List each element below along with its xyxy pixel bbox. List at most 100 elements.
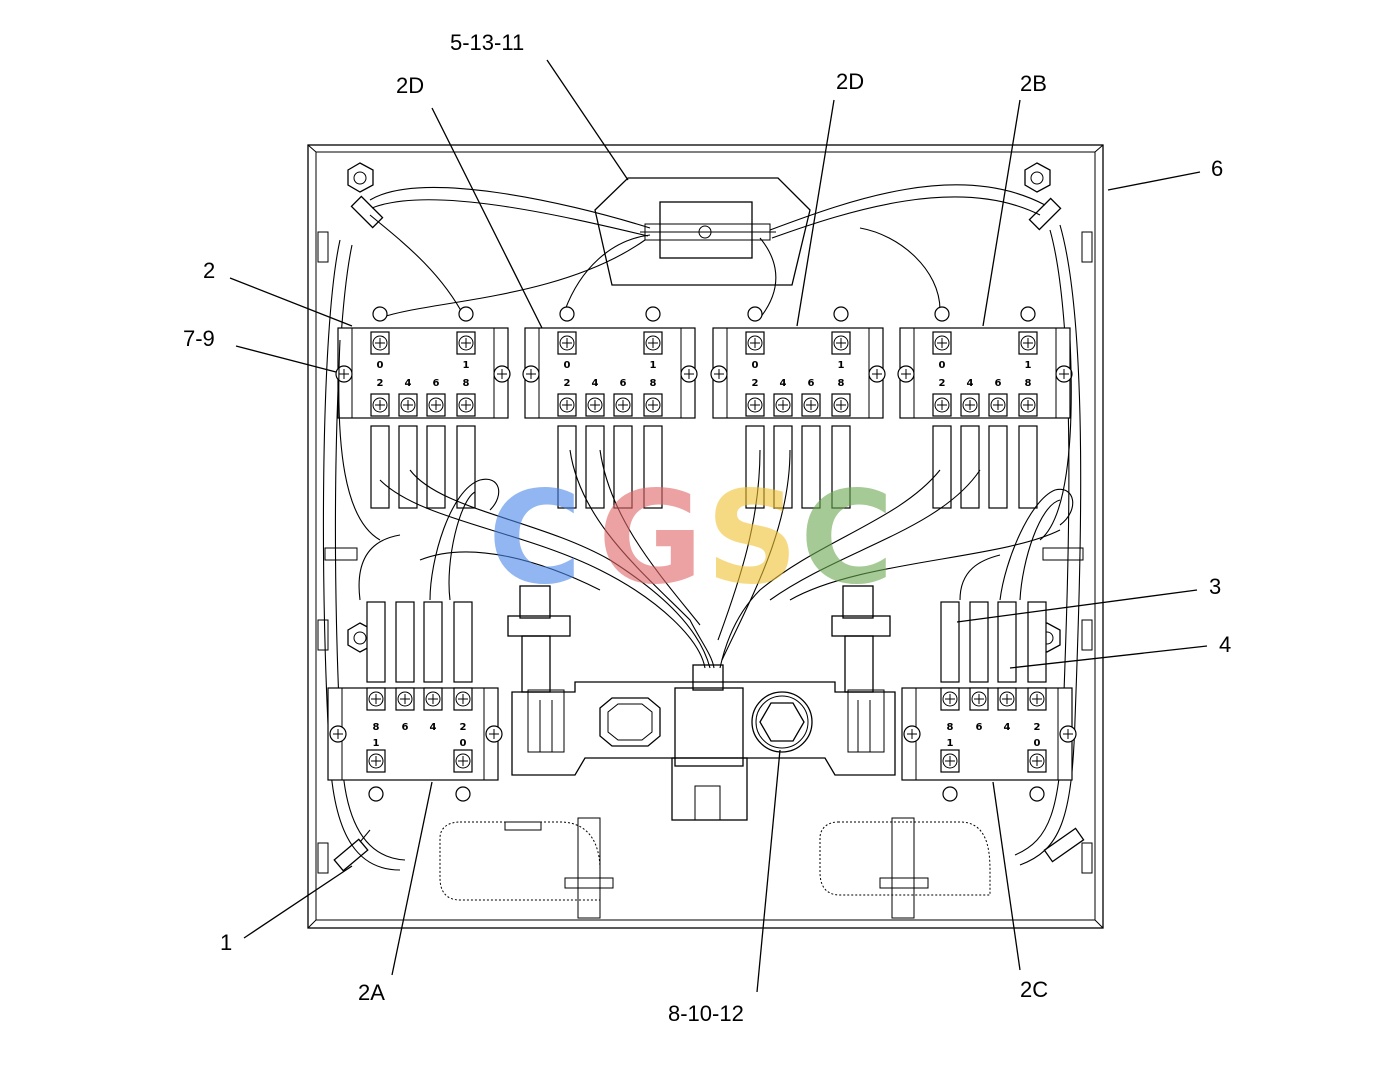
label-8-10-12: 8-10-12 <box>668 1001 744 1026</box>
callout-labels: 5-13-11 2D 2D 2B 6 2 7-9 3 4 1 2A 8-10-1… <box>183 30 1231 1026</box>
terminal-post <box>645 306 661 322</box>
terminal-mark: 0 <box>752 360 759 371</box>
terminal-mark: 8 <box>838 378 845 389</box>
terminal-screw <box>942 753 958 769</box>
wire-sleeve <box>453 601 473 683</box>
terminal-mark: 0 <box>564 360 571 371</box>
terminal-post <box>833 306 849 322</box>
terminal-post <box>1029 786 1045 802</box>
terminal-screw <box>962 397 978 413</box>
terminal-mark: 1 <box>838 360 845 371</box>
label-2a: 2A <box>358 980 385 1005</box>
wire-sleeve <box>1027 601 1047 683</box>
terminal-screw <box>942 691 958 707</box>
wire-sleeve <box>988 425 1008 509</box>
terminal-screw <box>645 397 661 413</box>
central-wire-bundle <box>338 339 1074 669</box>
terminal-mark: 6 <box>402 722 409 733</box>
wire-sleeve <box>426 425 446 509</box>
wire-sleeve <box>613 425 633 509</box>
label-6: 6 <box>1211 156 1223 181</box>
terminal-screw <box>934 397 950 413</box>
terminal-screw <box>1020 335 1036 351</box>
wire-sleeve <box>831 425 851 509</box>
terminal-screw <box>455 691 471 707</box>
label-4: 4 <box>1219 632 1231 657</box>
terminal-mark: 4 <box>967 378 974 389</box>
terminal-mark: 8 <box>373 722 380 733</box>
wire-sleeve <box>398 425 418 509</box>
terminal-screw <box>397 691 413 707</box>
terminal-mark: 1 <box>373 738 380 749</box>
label-5-13-11: 5-13-11 <box>450 30 524 55</box>
terminal-screw <box>559 397 575 413</box>
terminal-screw <box>971 691 987 707</box>
side-studs <box>324 547 1084 561</box>
terminal-screw <box>999 691 1015 707</box>
terminal-mark: 0 <box>377 360 384 371</box>
label-2d-left: 2D <box>396 73 424 98</box>
wire-sleeve <box>1018 425 1038 509</box>
terminal-mark: 6 <box>995 378 1002 389</box>
terminal-post <box>458 306 474 322</box>
terminal-screw <box>1029 753 1045 769</box>
terminal-post <box>455 786 471 802</box>
terminal-post <box>942 786 958 802</box>
terminal-mark: 4 <box>592 378 599 389</box>
terminal-screw <box>428 397 444 413</box>
terminal-mark: 8 <box>463 378 470 389</box>
terminal-mark: 1 <box>947 738 954 749</box>
terminal-block-body <box>524 327 696 419</box>
terminal-post <box>372 306 388 322</box>
wire-sleeve <box>456 425 476 509</box>
terminal-mark: 6 <box>620 378 627 389</box>
terminal-mark: 0 <box>1034 738 1041 749</box>
wire-sleeve <box>370 425 390 509</box>
terminal-screw <box>775 397 791 413</box>
terminal-post <box>559 306 575 322</box>
label-3: 3 <box>1209 574 1221 599</box>
terminal-screw <box>615 397 631 413</box>
fuse-holder <box>594 177 811 286</box>
terminal-screw <box>368 753 384 769</box>
leader-lines <box>229 59 1208 993</box>
center-mounting-bracket <box>511 664 896 821</box>
terminal-screw <box>372 335 388 351</box>
terminal-mark: 4 <box>405 378 412 389</box>
ground-lug-bottom-left <box>333 829 371 872</box>
wire-sleeve <box>366 601 386 683</box>
terminal-post <box>934 306 950 322</box>
ground-lug-bottom-right <box>1043 827 1085 863</box>
terminal-screw <box>990 397 1006 413</box>
terminal-screw <box>587 397 603 413</box>
terminal-screw <box>1029 691 1045 707</box>
wire-sleeve <box>643 425 663 509</box>
lower-brackets <box>439 817 991 919</box>
wire-sleeve <box>801 425 821 509</box>
terminal-screw <box>458 335 474 351</box>
terminal-mark: 0 <box>460 738 467 749</box>
wire-sleeve <box>557 425 577 509</box>
terminal-block-body <box>337 327 509 419</box>
terminal-mark: 1 <box>463 360 470 371</box>
terminal-mark: 2 <box>564 378 571 389</box>
terminal-screw <box>458 397 474 413</box>
corner-nut-top-left <box>347 162 384 229</box>
watermark-letter: C <box>488 464 582 613</box>
watermark-letter: S <box>706 464 798 613</box>
terminal-mark: 4 <box>1004 722 1011 733</box>
terminal-mark: 4 <box>430 722 437 733</box>
terminal-post <box>747 306 763 322</box>
terminal-screw <box>747 335 763 351</box>
terminal-screw <box>425 691 441 707</box>
label-1: 1 <box>220 930 232 955</box>
terminal-screw <box>372 397 388 413</box>
